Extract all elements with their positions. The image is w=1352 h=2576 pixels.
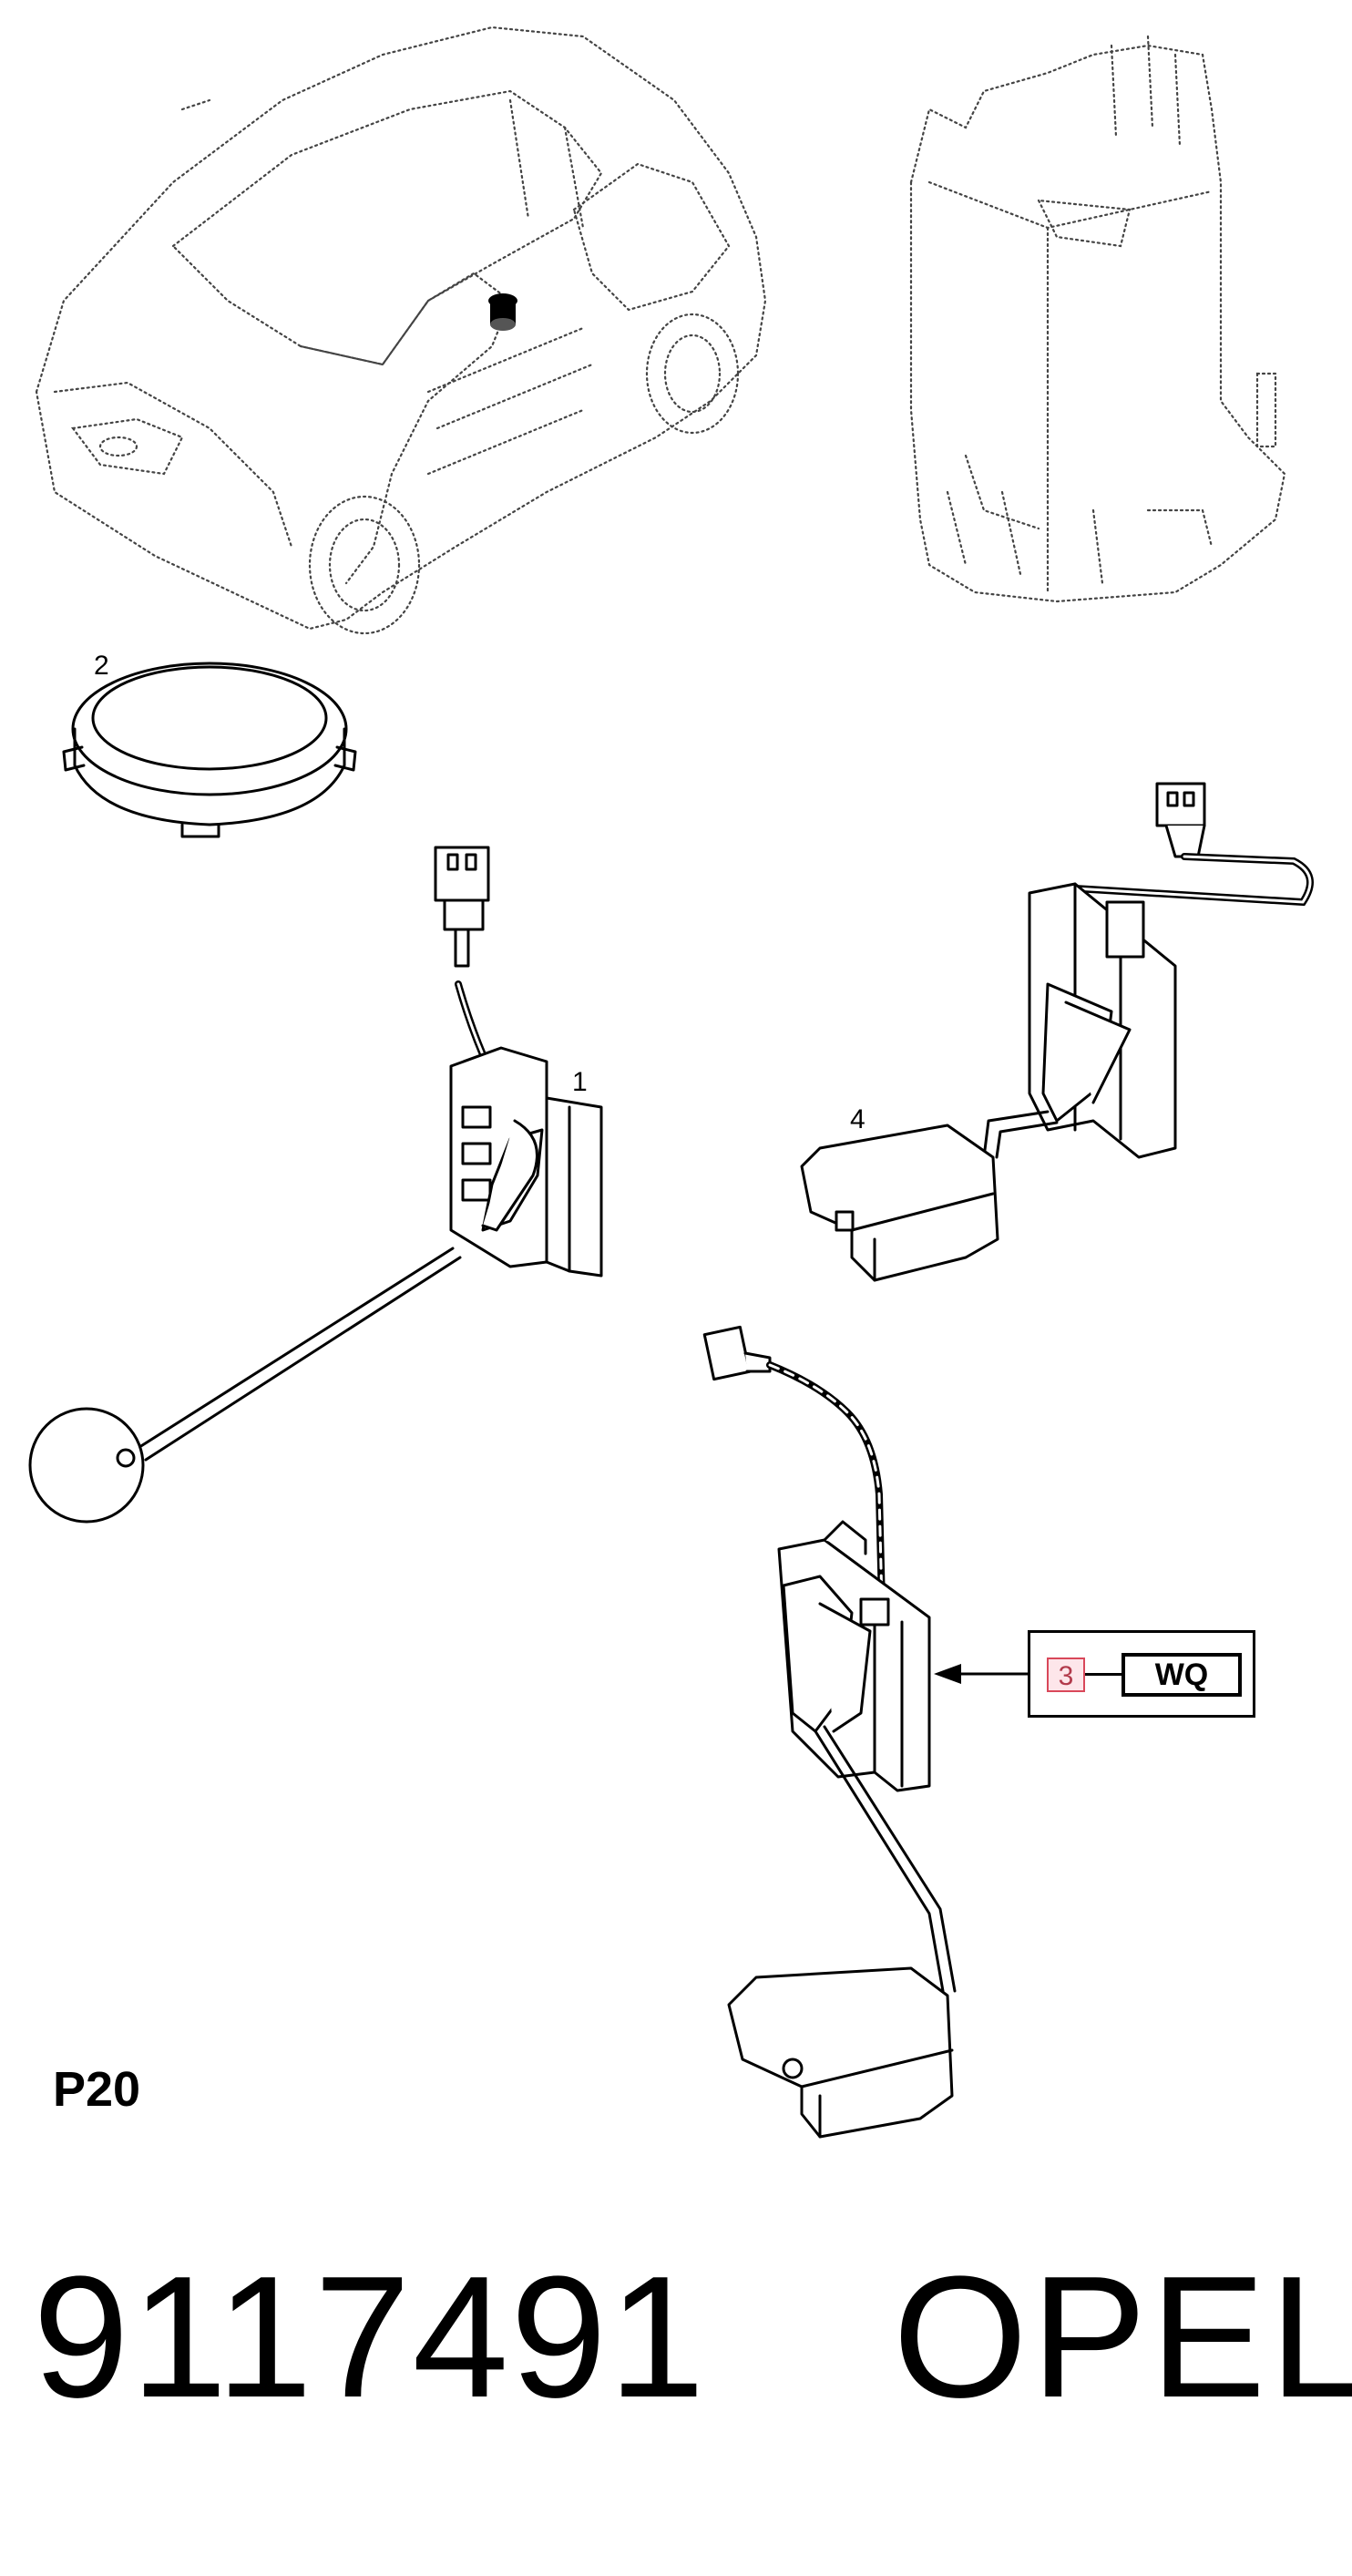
level-sensor-3-icon [702,1325,957,2139]
callout-arrow-icon [934,1664,1028,1684]
sheet-code: P20 [53,2062,141,2117]
callout-connector [1085,1673,1122,1676]
part-3-label[interactable]: 3 [1047,1657,1085,1692]
car-outline-icon [35,26,767,635]
pump-housing-icon [909,35,1286,603]
level-sensor-4-icon [800,782,1314,1282]
level-sensor-1-icon [28,846,603,1524]
part-4-label: 4 [850,1104,865,1134]
brand-name: OPEL [893,2241,1352,2434]
seal-ring-icon [62,662,357,838]
part-number: 9117491 [33,2241,707,2434]
option-code: WQ [1122,1653,1242,1697]
part-1-label: 1 [572,1067,588,1097]
part-2-label: 2 [94,651,109,681]
part-3-callout: 3 WQ [1028,1630,1255,1718]
